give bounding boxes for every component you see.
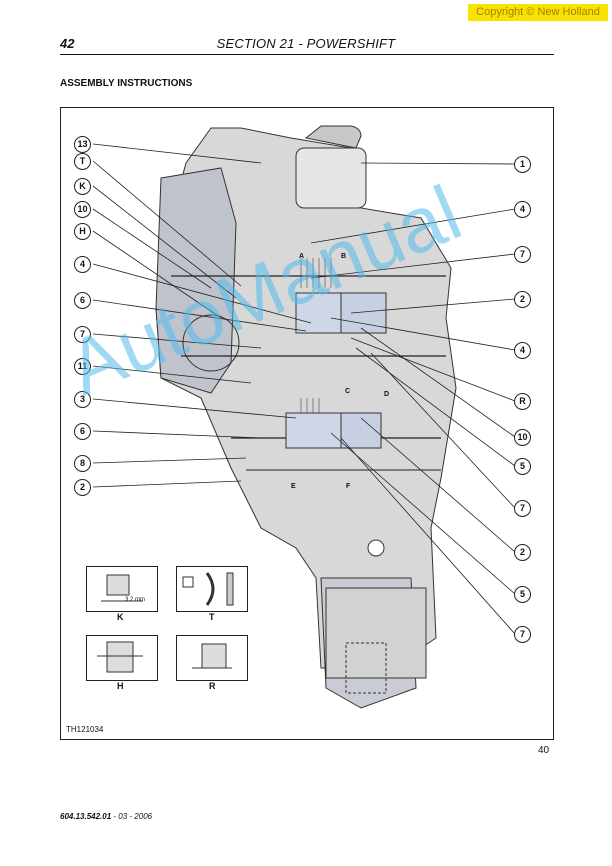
callout-left: 11 [74,358,91,375]
callout-left: 2 [74,479,91,496]
callout-right: 7 [514,246,531,263]
inset-h [86,635,158,681]
callout-left: 6 [74,292,91,309]
footer-doc-number: 604.13.542.01 [60,812,112,821]
clutch-letter: A [299,253,305,260]
callout-left: 10 [74,201,91,218]
callout-right: 2 [514,291,531,308]
callout-left: K [74,178,91,195]
section-title: SECTION 21 - POWERSHIFT [216,36,396,51]
inset-label-r: R [209,681,216,691]
callout-right: 10 [514,429,531,446]
callout-left: 13 [74,136,91,153]
callout-left: 3 [74,391,91,408]
assembly-figure: A B C D E F 13 T K 10 H 4 6 7 11 3 6 8 2… [60,107,554,740]
callout-left: 6 [74,423,91,440]
callout-right: 4 [514,201,531,218]
callout-left: T [74,153,91,170]
figure-number: 40 [538,745,550,756]
clutch-letter: F [346,483,351,490]
callout-left: H [74,223,91,240]
callout-left: 4 [74,256,91,273]
clutch-letter: E [291,483,296,490]
inset-label-t: T [209,612,215,622]
clutch-letter: C [345,388,351,395]
callout-right: 4 [514,342,531,359]
inset-r-drawing [192,643,232,669]
callout-left: 8 [74,455,91,472]
page-heading: ASSEMBLY INSTRUCTIONS [60,78,193,89]
inset-r [176,635,248,681]
clutch-letter: B [341,253,347,260]
callout-right: 5 [514,458,531,475]
inset-k-drawing [101,574,143,602]
footer-date: - 03 - 2006 [111,812,153,821]
inset-t [176,566,248,612]
figure-code: TH121034 [66,725,104,734]
clutch-letter: D [384,391,390,398]
callout-right: R [514,393,531,410]
callout-right: 7 [514,626,531,643]
inset-k-dimension: 3.2 mm [125,597,146,603]
inset-h-drawing [97,641,143,673]
inset-label-k: K [117,612,124,622]
inset-label-h: H [117,681,124,691]
callout-right: 2 [514,544,531,561]
footer: 604.13.542.01 - 03 - 2006 [60,812,152,821]
inset-t-drawing [182,572,234,606]
transmission-drawing [92,125,516,709]
copyright-badge: Copyright © New Holland [468,4,608,21]
callout-right: 7 [514,500,531,517]
inset-k: 3.2 mm [86,566,158,612]
callout-right: 5 [514,586,531,603]
callout-left: 7 [74,326,91,343]
callout-right: 1 [514,156,531,173]
header-rule [60,54,554,55]
page-number: 42 [60,36,75,51]
